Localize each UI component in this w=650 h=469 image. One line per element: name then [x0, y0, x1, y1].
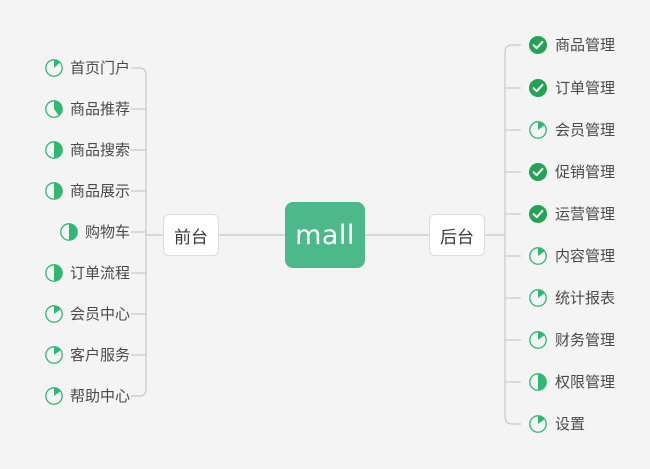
leaf-item-label: 商品推荐 — [69, 100, 130, 118]
branch-node-frontend[interactable]: 前台 — [163, 214, 219, 256]
pie-icon — [528, 330, 548, 350]
leaf-item-right-2[interactable]: 会员管理 — [528, 117, 615, 143]
pie-icon — [528, 246, 548, 266]
leaf-item-label: 订单管理 — [555, 79, 616, 97]
leaf-item-left-6[interactable]: 会员中心 — [44, 301, 130, 327]
leaf-item-label: 会员中心 — [69, 305, 130, 323]
leaf-item-right-9[interactable]: 设置 — [528, 411, 585, 437]
pie-icon — [44, 386, 64, 406]
branch-node-backend[interactable]: 后台 — [429, 214, 485, 256]
leaf-item-left-4[interactable]: 购物车 — [59, 219, 130, 245]
pie-icon — [528, 372, 548, 392]
pie-icon — [44, 304, 64, 324]
leaf-item-left-0[interactable]: 首页门户 — [44, 55, 130, 81]
leaf-item-left-2[interactable]: 商品搜索 — [44, 137, 130, 163]
pie-icon — [44, 58, 64, 78]
leaf-item-label: 权限管理 — [555, 373, 616, 391]
leaf-item-left-8[interactable]: 帮助中心 — [44, 383, 130, 409]
leaf-item-left-5[interactable]: 订单流程 — [44, 260, 130, 286]
pie-icon — [44, 345, 64, 365]
leaf-item-label: 客户服务 — [69, 346, 130, 364]
leaf-item-label: 内容管理 — [555, 247, 616, 265]
leaf-item-right-5[interactable]: 内容管理 — [528, 243, 615, 269]
leaf-item-left-7[interactable]: 客户服务 — [44, 342, 130, 368]
leaf-item-label: 设置 — [555, 415, 586, 433]
leaf-item-label: 会员管理 — [555, 121, 616, 139]
connector-path — [131, 67, 147, 397]
leaf-item-right-0[interactable]: 商品管理 — [528, 32, 615, 58]
leaf-item-label: 商品搜索 — [69, 141, 130, 159]
leaf-item-right-8[interactable]: 权限管理 — [528, 369, 615, 395]
pie-icon — [59, 222, 79, 242]
pie-icon — [44, 140, 64, 160]
pie-icon — [528, 120, 548, 140]
check-circle-icon — [528, 78, 548, 98]
leaf-item-right-1[interactable]: 订单管理 — [528, 75, 615, 101]
leaf-item-left-3[interactable]: 商品展示 — [44, 178, 130, 204]
pie-icon — [44, 181, 64, 201]
leaf-item-right-3[interactable]: 促销管理 — [528, 159, 615, 185]
check-circle-icon — [528, 204, 548, 224]
pie-icon — [528, 414, 548, 434]
leaf-item-label: 首页门户 — [69, 59, 130, 77]
leaf-item-label: 促销管理 — [555, 163, 616, 181]
check-circle-icon — [528, 162, 548, 182]
check-circle-icon — [528, 35, 548, 55]
leaf-item-right-4[interactable]: 运营管理 — [528, 201, 615, 227]
leaf-item-label: 帮助中心 — [69, 387, 130, 405]
leaf-item-label: 购物车 — [84, 223, 130, 241]
root-node-mall[interactable]: mall — [285, 202, 365, 268]
leaf-item-right-6[interactable]: 统计报表 — [528, 285, 615, 311]
leaf-item-label: 财务管理 — [555, 331, 616, 349]
leaf-item-left-1[interactable]: 商品推荐 — [44, 96, 130, 122]
pie-icon — [44, 99, 64, 119]
leaf-item-label: 运营管理 — [555, 205, 616, 223]
pie-icon — [44, 263, 64, 283]
pie-icon — [528, 288, 548, 308]
leaf-item-label: 统计报表 — [555, 289, 616, 307]
leaf-item-label: 订单流程 — [69, 264, 130, 282]
leaf-item-label: 商品展示 — [69, 182, 130, 200]
leaf-item-label: 商品管理 — [555, 36, 616, 54]
leaf-item-right-7[interactable]: 财务管理 — [528, 327, 615, 353]
connector-path — [504, 44, 521, 425]
